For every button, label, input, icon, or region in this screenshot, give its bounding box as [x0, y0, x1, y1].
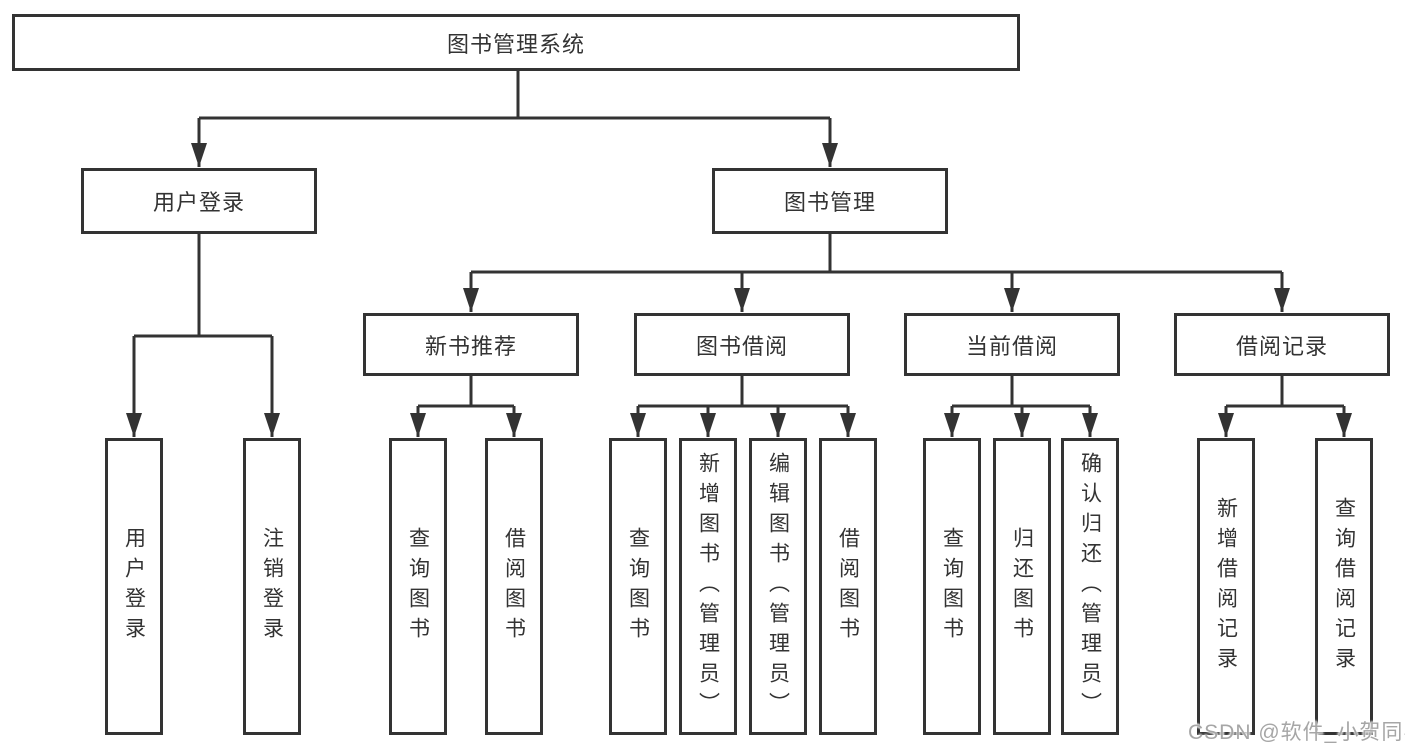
leaf-query-books-2: 查询图书 [609, 438, 667, 735]
node-borrow-records: 借阅记录 [1174, 313, 1390, 376]
leaf-edit-book-admin: 编辑图书（管理员） [749, 438, 807, 735]
leaf-logout: 注销登录 [243, 438, 301, 735]
leaf-query-books-3: 查询图书 [923, 438, 981, 735]
leaf-confirm-return-admin: 确认归还（管理员） [1061, 438, 1119, 735]
node-new-book-recommend: 新书推荐 [363, 313, 579, 376]
leaf-borrow-books-2: 借阅图书 [819, 438, 877, 735]
leaf-add-book-admin: 新增图书（管理员） [679, 438, 737, 735]
leaf-add-borrow-record: 新增借阅记录 [1197, 438, 1255, 735]
node-book-management: 图书管理 [712, 168, 948, 234]
leaf-query-borrow-record: 查询借阅记录 [1315, 438, 1373, 735]
node-book-borrow: 图书借阅 [634, 313, 850, 376]
node-user-login: 用户登录 [81, 168, 317, 234]
node-root: 图书管理系统 [12, 14, 1020, 71]
leaf-borrow-books-1: 借阅图书 [485, 438, 543, 735]
leaf-query-books-1: 查询图书 [389, 438, 447, 735]
watermark-text: CSDN @软件_小贺同学 [1188, 721, 1405, 744]
leaf-return-book: 归还图书 [993, 438, 1051, 735]
leaf-user-login: 用户登录 [105, 438, 163, 735]
node-current-borrow: 当前借阅 [904, 313, 1120, 376]
